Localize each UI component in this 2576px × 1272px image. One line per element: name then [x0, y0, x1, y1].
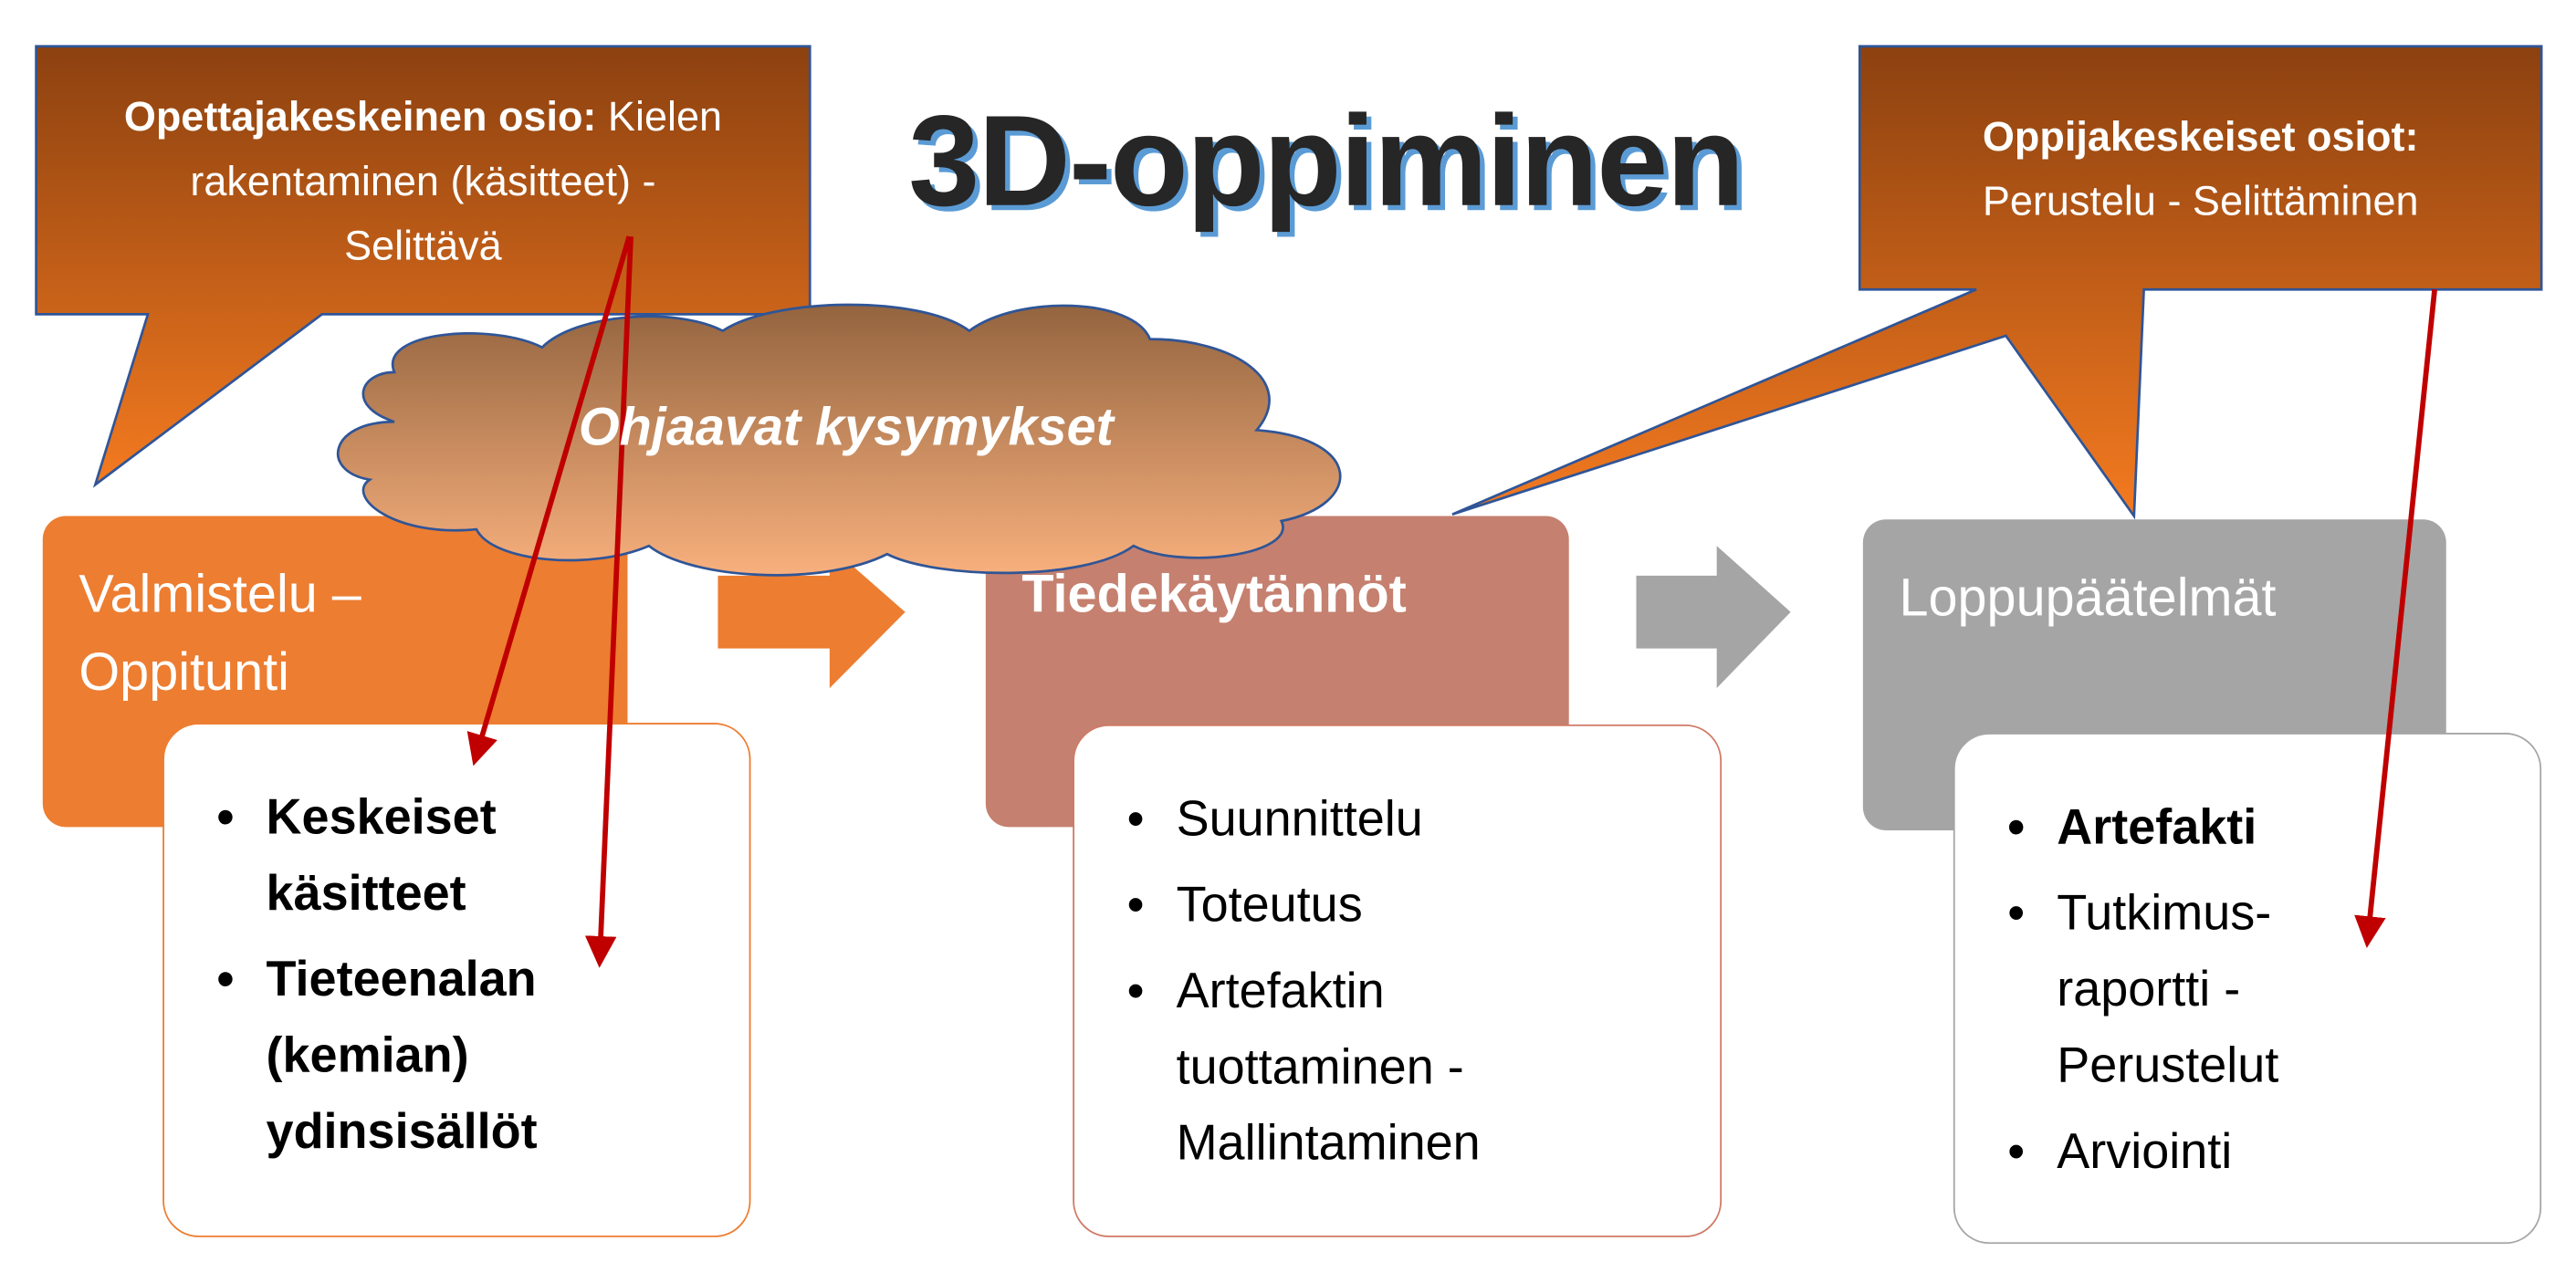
list-item-line: Perustelut [2057, 1038, 2279, 1094]
learner-callout-text-2: Perustelu - Selittäminen [1982, 178, 2419, 225]
cloud-label: Ohjaavat kysymykset [578, 397, 1114, 457]
gray-arrow-icon [1636, 546, 1791, 689]
learner-callout-heading: Oppijakeskeiset osiot: [1982, 114, 2419, 161]
list-item-line: raportti - [2057, 962, 2241, 1017]
learner-callout-text: Oppijakeskeiset osiot: Perustelu - Selit… [1859, 106, 2541, 235]
list-item-line: Artefaktin [1176, 964, 1385, 1019]
stage-title-line: Loppupäätelmät [1899, 567, 2277, 628]
stage-details-valmistelu: Keskeiset käsitteet Tieteenalan (kemian)… [162, 723, 751, 1237]
teacher-callout-heading: Opettajakeskeinen osio: [123, 94, 597, 141]
list-item: Keskeiset käsitteet [217, 781, 749, 933]
teacher-callout-text-1: Kielen [596, 94, 723, 141]
list-item: Tutkimus- raportti - Perustelut [2007, 877, 2539, 1105]
teacher-callout-text: Opettajakeskeinen osio: Kielen rakentami… [37, 86, 811, 279]
list-item: Toteutus [1127, 869, 1721, 944]
list-item: Arviointi [2007, 1115, 2539, 1191]
teacher-callout-text-2: rakentaminen (käsitteet) - [190, 159, 656, 205]
list-item-line: ydinsisällöt [266, 1104, 538, 1160]
stage-title-line: Tiedekäytännöt [1021, 564, 1407, 624]
teacher-callout-shape [35, 45, 812, 488]
list-item-line: Suunnittelu [1176, 792, 1423, 848]
red-arrow-keskeiset [466, 235, 633, 766]
learner-callout-shape [1451, 45, 2543, 520]
orange-arrow-icon [717, 546, 906, 689]
list-item-line: Toteutus [1176, 878, 1363, 933]
stage-details-loppupaatelmat: Artefakti Tutkimus- raportti - Perustelu… [1953, 733, 2542, 1245]
list-item-line: Artefakti [2057, 800, 2257, 856]
list-item: Suunnittelu [1127, 782, 1721, 858]
stage-title-line: Valmistelu – [79, 564, 361, 624]
list-item-line: käsitteet [266, 866, 466, 922]
list-item-line: Tutkimus- [2057, 886, 2272, 942]
teacher-callout-text-3: Selittävä [344, 223, 502, 270]
list-item-line: Arviointi [2057, 1124, 2233, 1180]
stage-title-line: Oppitunti [79, 641, 289, 702]
red-arrow-tutkimusraportti [2354, 288, 2438, 949]
list-item-line: tuottaminen - [1176, 1040, 1464, 1096]
list-item: Tieteenalan (kemian) ydinsisällöt [217, 943, 749, 1171]
list-item-line: Keskeiset [266, 790, 497, 846]
list-item-line: (kemian) [266, 1028, 469, 1084]
page-title: 3D-oppiminen [908, 88, 1744, 234]
list-item-line: Mallintaminen [1176, 1116, 1481, 1172]
list-item: Artefakti [2007, 790, 2539, 866]
red-arrow-tieteenalan [584, 236, 634, 968]
stage-details-tiedekaytannot: Suunnittelu Toteutus Artefaktin tuottami… [1073, 724, 1723, 1237]
annotation-lines [466, 235, 2438, 968]
list-item-line: Tieteenalan [266, 953, 537, 1007]
list-item: Artefaktin tuottaminen - Mallintaminen [1127, 954, 1721, 1183]
